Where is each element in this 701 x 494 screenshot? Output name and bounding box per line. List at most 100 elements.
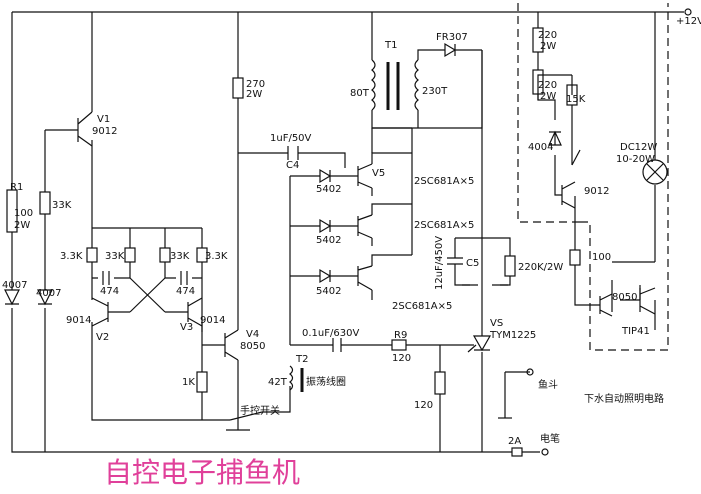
label-r9-name: R9 (394, 330, 407, 341)
resistor-3-3k-a (86, 247, 98, 263)
diode-fr307 (444, 42, 457, 58)
resistor-3-3k-b (196, 247, 208, 263)
wires (11, 11, 684, 453)
resistor-15k (566, 84, 578, 106)
label-pen: 电笔 (540, 432, 560, 445)
label-power: +12V (676, 16, 701, 27)
transistor-v3 (187, 297, 203, 327)
label-220-a-pow: 2W (540, 41, 556, 52)
label-100-right: 100 (592, 252, 611, 263)
thyristor-vs (467, 335, 492, 353)
label-fr307: FR307 (436, 32, 468, 43)
label-220-b: 220 (538, 80, 557, 91)
resistor-33k-left (39, 191, 51, 215)
label-vs-name: VS (490, 318, 503, 329)
label-q-a: 2SC681A×5 (414, 176, 474, 187)
capacitor-474-b (180, 271, 188, 285)
diode-4004 (548, 130, 562, 146)
label-t2-turns: 42T (268, 377, 288, 388)
transistor-v1 (77, 111, 93, 147)
transformer-t1 (371, 59, 419, 111)
resistor-33k-a (124, 247, 136, 263)
label-220-a: 220 (538, 30, 557, 41)
transistor-8050 (599, 293, 613, 317)
label-5402-b: 5402 (316, 235, 341, 246)
diode-5402-c (319, 268, 332, 284)
label-220k: 220K/2W (518, 262, 563, 273)
label-c5-name: C5 (466, 258, 479, 269)
coil-t2 (289, 365, 304, 392)
label-v4-name: V4 (246, 329, 259, 340)
diode-4007-a (4, 289, 20, 306)
label-t2-desc: 振荡线圈 (306, 375, 346, 388)
label-q-b: 2SC681A×5 (414, 220, 474, 231)
label-33k-b: 33K (170, 251, 190, 262)
label-switch: 手控开关 (240, 404, 280, 417)
label-3-3k-b: 3.3K (205, 251, 228, 262)
label-v4-part: 8050 (240, 341, 265, 352)
label-4007-a: 4007 (2, 280, 27, 291)
transistor-q3 (357, 265, 373, 291)
label-5402-a: 5402 (316, 184, 341, 195)
label-t1-name: T1 (384, 40, 397, 51)
label-220-b-pow: 2W (540, 91, 556, 102)
label-t2-name: T2 (295, 354, 308, 365)
label-v1-name: V1 (97, 114, 110, 125)
resistor-220-a (532, 27, 544, 53)
ground-symbols (462, 284, 512, 419)
fuse-2a (511, 447, 523, 457)
label-120: 120 (414, 400, 433, 411)
label-v2-part: 9014 (66, 315, 91, 326)
diode-4007-b (37, 289, 53, 306)
capacitor-c4 (287, 146, 299, 160)
label-t1-pri: 80T (350, 88, 370, 99)
label-c4-val: 1uF/50V (270, 133, 312, 144)
resistor-120-vertical (434, 371, 446, 395)
label-t1-sec: 230T (422, 86, 448, 97)
label-4004: 4004 (528, 142, 553, 153)
resistor-220k (504, 255, 516, 277)
label-light-circuit: 下水自动照明电路 (584, 392, 664, 405)
label-fish: 鱼斗 (538, 378, 558, 391)
pen-terminal (541, 448, 549, 456)
label-15k: 15K (566, 94, 586, 105)
resistor-220-b (532, 69, 544, 95)
transistor-v4 (224, 329, 239, 361)
label-0-1uf: 0.1uF/630V (302, 328, 359, 339)
transistor-tip41 (639, 287, 656, 315)
lamp (642, 159, 668, 185)
transistor-v5 (357, 163, 373, 189)
capacitor-c5 (447, 257, 463, 265)
diagram-title: 自控电子捕鱼机 (104, 456, 300, 489)
resistor-270 (232, 77, 244, 99)
lighting-circuit-boundary (517, 3, 669, 351)
label-v1-part: 9012 (92, 126, 117, 137)
label-33k-left: 33K (52, 200, 72, 211)
label-c5-val: 12uF/450V (434, 236, 445, 290)
label-4007-b: 4007 (36, 288, 61, 299)
power-terminal (684, 8, 692, 16)
capacitor-474-a (102, 271, 110, 285)
label-5402-c: 5402 (316, 286, 341, 297)
transistor-9012 (561, 181, 576, 209)
label-fuse: 2A (508, 436, 521, 447)
label-r9-val: 120 (392, 353, 411, 364)
label-v3-name: V3 (180, 322, 193, 333)
transistor-q2 (357, 214, 373, 239)
diode-5402-a (319, 168, 332, 184)
label-1k: 1K (182, 377, 195, 388)
label-474-b: 474 (176, 286, 195, 297)
label-lamp-power: 10-20W (616, 154, 655, 165)
label-33k-a: 33K (105, 251, 125, 262)
transistor-v2 (91, 297, 109, 327)
label-270-pow: 2W (246, 89, 262, 100)
label-8050: 8050 (612, 292, 637, 303)
label-9012: 9012 (584, 186, 609, 197)
label-r1-pow: 2W (14, 220, 30, 231)
label-tip41: TIP41 (621, 326, 650, 337)
diode-5402-b (319, 218, 332, 234)
fish-terminal (526, 368, 534, 376)
resistor-r9 (391, 339, 407, 351)
